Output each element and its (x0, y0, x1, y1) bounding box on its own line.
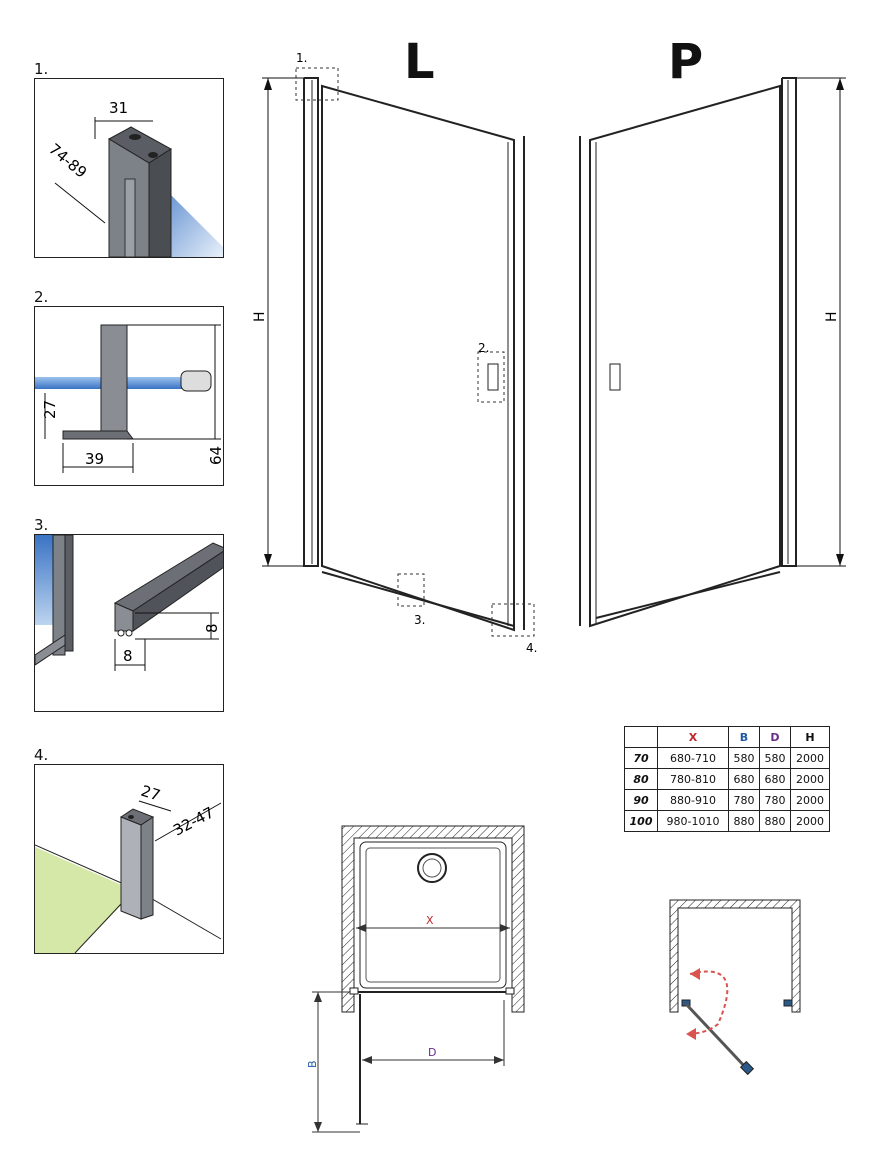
table-cell: 2000 (790, 810, 830, 832)
table-header-row: X B D H (624, 726, 830, 748)
plan-x-label: X (426, 914, 434, 927)
detail-1-dim-width: 31 (109, 99, 128, 117)
detail-4-panel: 27 32-47 (34, 764, 224, 954)
table-row: 100 980-1010 880 880 2000 (624, 810, 830, 832)
detail-4-drawing: 27 32-47 (35, 782, 222, 953)
shower-tray (359, 841, 507, 989)
floor-area (35, 847, 135, 953)
plan-walls (341, 825, 525, 1013)
detail-1-label: 1. (34, 60, 49, 78)
callout-4-box (491, 603, 535, 637)
swing-walls (669, 899, 801, 1013)
drain-icon (417, 853, 447, 883)
callout-1-box (295, 67, 339, 101)
table-cell: 680-710 (657, 747, 729, 769)
table-cell: 70 (624, 747, 658, 769)
plan-d-label: D (428, 1046, 436, 1059)
table-row: 80 780-810 680 680 2000 (624, 768, 830, 790)
detail-2-label: 2. (34, 288, 49, 306)
table-row: 70 680-710 580 580 2000 (624, 747, 830, 769)
callout-2-label: 2. (478, 341, 489, 355)
dimensions-table: X B D H 70 680-710 580 580 2000 80 780-8… (624, 726, 830, 832)
callout-1-label: 1. (296, 51, 307, 65)
callout-3-box (397, 573, 425, 607)
callout-2-box (477, 351, 505, 403)
table-cell: 100 (624, 810, 658, 832)
detail-4-label: 4. (34, 746, 49, 764)
detail-3-drawing: 8 8 (35, 535, 223, 671)
detail-2-dim-foot: 39 (85, 450, 104, 468)
arrow-down-icon (686, 1028, 696, 1040)
door-right-label: P (668, 34, 704, 90)
detail-1-drawing: 31 74-89 (45, 99, 223, 257)
callout-3-label: 3. (414, 613, 425, 627)
plan-b-label: B (306, 1060, 319, 1068)
swing-arc (685, 970, 729, 1035)
detail-2-dim-height: 64 (207, 446, 224, 465)
door-left-label: L (404, 34, 435, 90)
door-left (262, 67, 535, 637)
detail-2-panel: 64 27 39 (34, 306, 224, 486)
table-cell: 880-910 (657, 789, 729, 811)
table-cell: 880 (759, 810, 791, 832)
detail-2-dim-lip: 27 (41, 400, 59, 419)
detail-2-drawing: 64 27 39 (35, 324, 224, 473)
detail-4-dim-width: 27 (139, 782, 163, 805)
detail-3-panel: 8 8 (34, 534, 224, 712)
callout-4-label: 4. (526, 641, 537, 655)
table-cell: 580 (759, 747, 791, 769)
detail-3-dim-height: 8 (203, 623, 221, 633)
table-row: 90 880-910 780 780 2000 (624, 789, 830, 811)
table-cell: 980-1010 (657, 810, 729, 832)
detail-3-dim-width: 8 (123, 647, 133, 665)
detail-3-label: 3. (34, 516, 49, 534)
door-right-height-label: H (824, 311, 840, 322)
door-right (579, 77, 846, 628)
swing-door-panel (684, 1002, 750, 1072)
detail-1-panel: 31 74-89 (34, 78, 224, 258)
door-left-height-label: H (252, 311, 268, 322)
arrow-up-icon (690, 968, 700, 980)
